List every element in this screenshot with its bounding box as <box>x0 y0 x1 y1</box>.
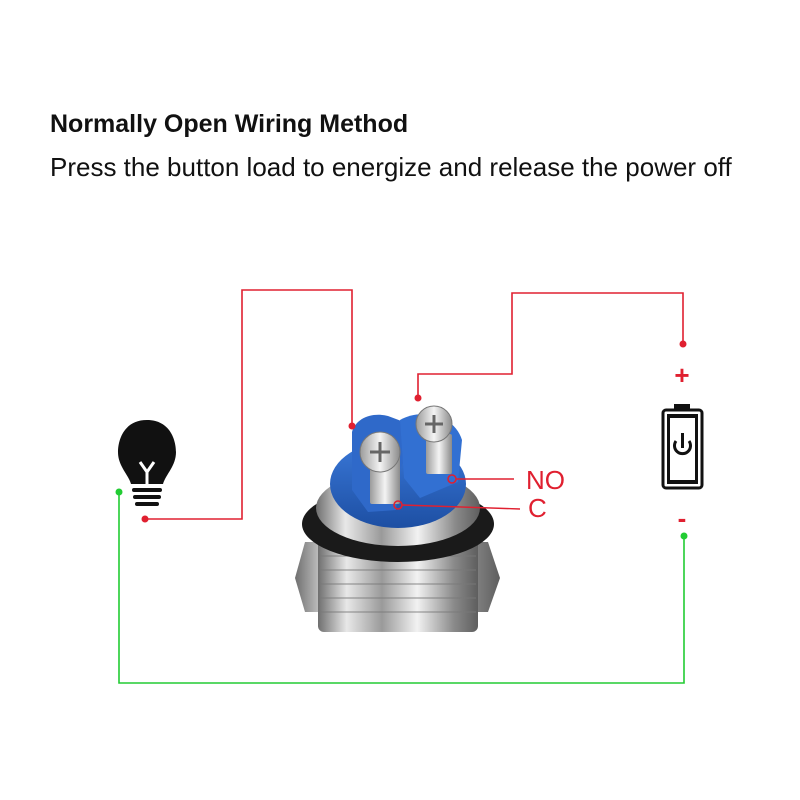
wire-endpoint-dots <box>115 340 688 540</box>
battery-minus-symbol: - <box>678 503 687 533</box>
no-terminal-label: NO <box>526 465 565 495</box>
push-button-switch <box>295 405 500 632</box>
wire-no-terminal-to-battery-plus <box>417 292 684 398</box>
c-terminal-label: C <box>528 493 547 523</box>
diagram-subtitle: Press the button load to energize and re… <box>50 152 732 182</box>
battery-power-icon <box>661 404 704 490</box>
wire-bulb-to-battery-minus <box>118 492 685 684</box>
diagram-title: Normally Open Wiring Method <box>50 110 409 138</box>
light-bulb-icon <box>118 420 176 506</box>
positive-wiring <box>145 289 684 520</box>
terminal-leader-lines <box>401 478 521 510</box>
wire-bulb-to-c-terminal <box>145 289 353 520</box>
battery-plus-symbol: + <box>674 360 689 390</box>
